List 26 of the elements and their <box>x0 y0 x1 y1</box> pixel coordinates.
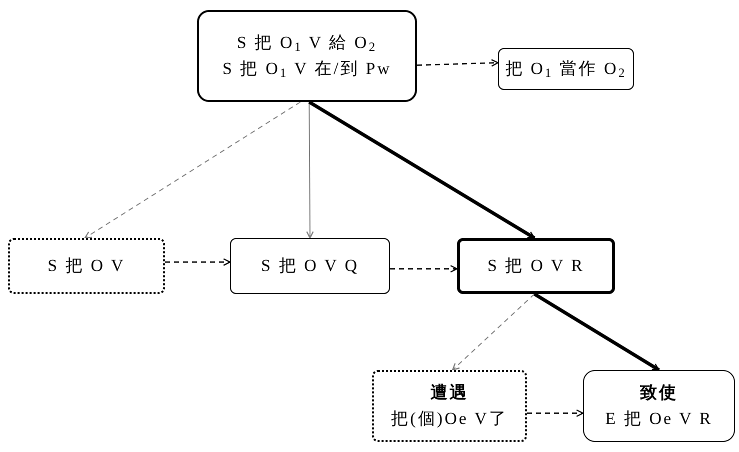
pattern-text: S 把 O$_{1}$ V 在/到 Pw <box>222 58 392 82</box>
heading-text: 遭遇 <box>430 382 469 404</box>
arrow <box>416 59 499 67</box>
arrow <box>84 102 301 239</box>
arrow <box>165 258 231 266</box>
text-box <box>197 10 417 102</box>
text-box <box>372 370 527 442</box>
pattern-text: E 把 Oe V R <box>605 408 713 430</box>
arrow <box>527 409 584 417</box>
pattern-text: S 把 O V Q <box>260 255 360 277</box>
arrow <box>306 102 314 239</box>
text-box <box>583 370 735 442</box>
pattern-text: S 把 O$_{1}$ V 給 O$_{2}$ <box>236 32 378 56</box>
arrow <box>534 292 660 372</box>
pattern-text: 把(個)Oe V了 <box>391 408 508 430</box>
pattern-text: S 把 O V <box>48 255 126 277</box>
arrow <box>390 265 458 273</box>
text-box <box>498 48 634 90</box>
pattern-text: 把 O$_{1}$ 當作 O$_{2}$ <box>505 58 627 82</box>
text-box <box>230 238 390 294</box>
heading-text: 致使 <box>640 382 678 404</box>
pattern-text: S 把 O V R <box>487 255 585 277</box>
arrow <box>308 100 536 240</box>
text-box <box>8 238 165 294</box>
text-box <box>457 238 615 294</box>
arrow <box>452 294 535 371</box>
